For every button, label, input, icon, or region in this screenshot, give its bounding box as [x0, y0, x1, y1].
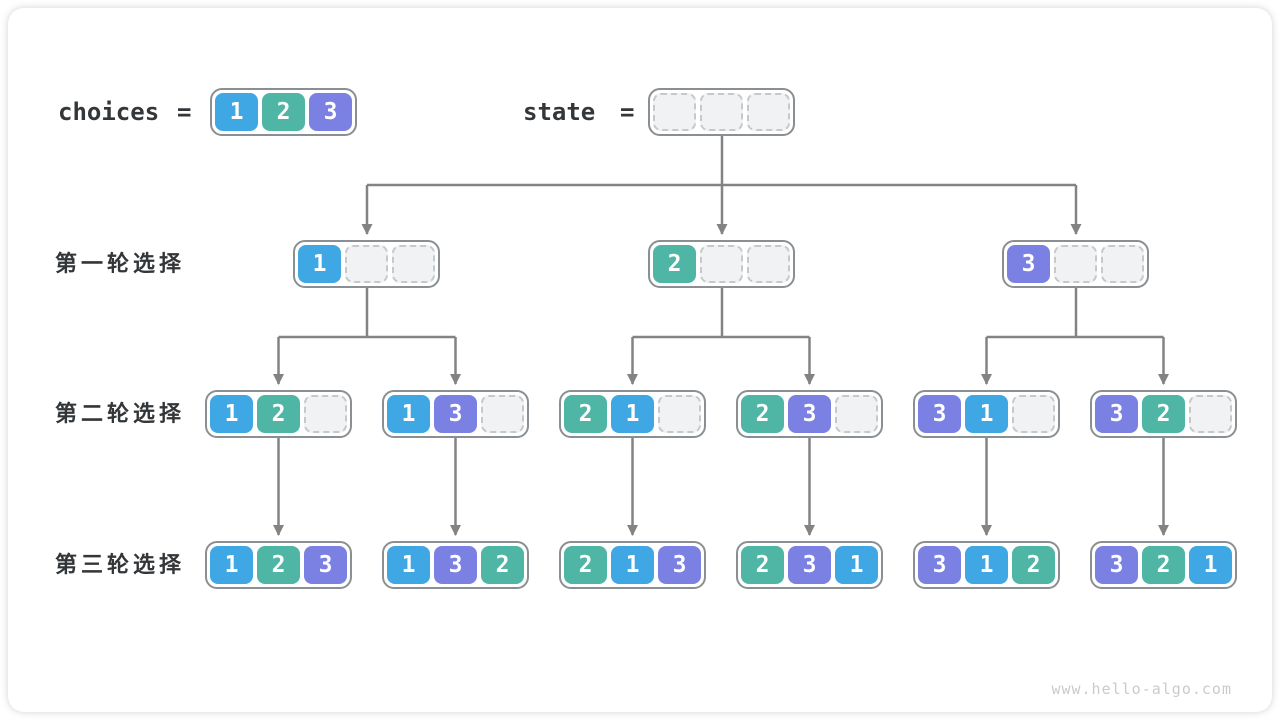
cell: 3: [918, 546, 961, 584]
state-box-r2-13: 1 3: [382, 390, 529, 438]
round1-label: 第一轮选择: [55, 251, 186, 276]
choice-cell-2: 2: [262, 93, 305, 131]
empty-cell: [345, 245, 388, 283]
state-equals: =: [620, 98, 635, 126]
state-box-r1-1: 1: [293, 240, 440, 288]
cell: 1: [611, 395, 654, 433]
cell: 1: [298, 245, 341, 283]
cell: 3: [434, 395, 477, 433]
state-box-r3-123: 1 2 3: [205, 541, 352, 589]
state-box-r1-2: 2: [648, 240, 795, 288]
empty-cell: [700, 245, 743, 283]
empty-cell: [700, 93, 743, 131]
choices-equals: =: [177, 98, 192, 126]
cell: 1: [387, 395, 430, 433]
state-label: state: [523, 98, 596, 126]
empty-cell: [304, 395, 347, 433]
cell: 2: [564, 546, 607, 584]
state-box-r2-21: 2 1: [559, 390, 706, 438]
cell: 1: [965, 546, 1008, 584]
state-box-r2-32: 3 2: [1090, 390, 1237, 438]
state-box-r2-23: 2 3: [736, 390, 883, 438]
empty-cell: [1189, 395, 1232, 433]
choice-cell-3: 3: [309, 93, 352, 131]
cell: 1: [1189, 546, 1232, 584]
cell: 1: [210, 546, 253, 584]
state-box-r3-213: 2 1 3: [559, 541, 706, 589]
cell: 3: [1095, 395, 1138, 433]
watermark: www.hello-algo.com: [1051, 680, 1232, 698]
cell: 2: [1142, 395, 1185, 433]
choices-array: 1 2 3: [210, 88, 357, 136]
empty-cell: [1054, 245, 1097, 283]
state-box-r2-31: 3 1: [913, 390, 1060, 438]
cell: 3: [788, 546, 831, 584]
empty-cell: [747, 245, 790, 283]
cell: 3: [434, 546, 477, 584]
cell: 1: [210, 395, 253, 433]
cell: 2: [257, 395, 300, 433]
choice-cell-1: 1: [215, 93, 258, 131]
cell: 1: [835, 546, 878, 584]
empty-cell: [1101, 245, 1144, 283]
cell: 3: [918, 395, 961, 433]
state-box-r3-231: 2 3 1: [736, 541, 883, 589]
cell: 3: [1095, 546, 1138, 584]
empty-cell: [392, 245, 435, 283]
empty-cell: [653, 93, 696, 131]
cell: 3: [658, 546, 701, 584]
cell: 1: [387, 546, 430, 584]
cell: 3: [304, 546, 347, 584]
cell: 2: [741, 546, 784, 584]
state-box-r3-312: 3 1 2: [913, 541, 1060, 589]
cell: 1: [611, 546, 654, 584]
round3-label: 第三轮选择: [55, 552, 186, 577]
cell: 3: [788, 395, 831, 433]
cell: 2: [741, 395, 784, 433]
state-box-r1-3: 3: [1002, 240, 1149, 288]
state-box-r2-12: 1 2: [205, 390, 352, 438]
state-array: [648, 88, 795, 136]
cell: 3: [1007, 245, 1050, 283]
choices-label: choices: [58, 98, 160, 126]
state-box-r3-321: 3 2 1: [1090, 541, 1237, 589]
cell: 1: [965, 395, 1008, 433]
cell: 2: [564, 395, 607, 433]
empty-cell: [481, 395, 524, 433]
empty-cell: [835, 395, 878, 433]
cell: 2: [257, 546, 300, 584]
empty-cell: [658, 395, 701, 433]
cell: 2: [1142, 546, 1185, 584]
cell: 2: [1012, 546, 1055, 584]
state-box-r3-132: 1 3 2: [382, 541, 529, 589]
round2-label: 第二轮选择: [55, 401, 186, 426]
empty-cell: [747, 93, 790, 131]
empty-cell: [1012, 395, 1055, 433]
cell: 2: [481, 546, 524, 584]
cell: 2: [653, 245, 696, 283]
